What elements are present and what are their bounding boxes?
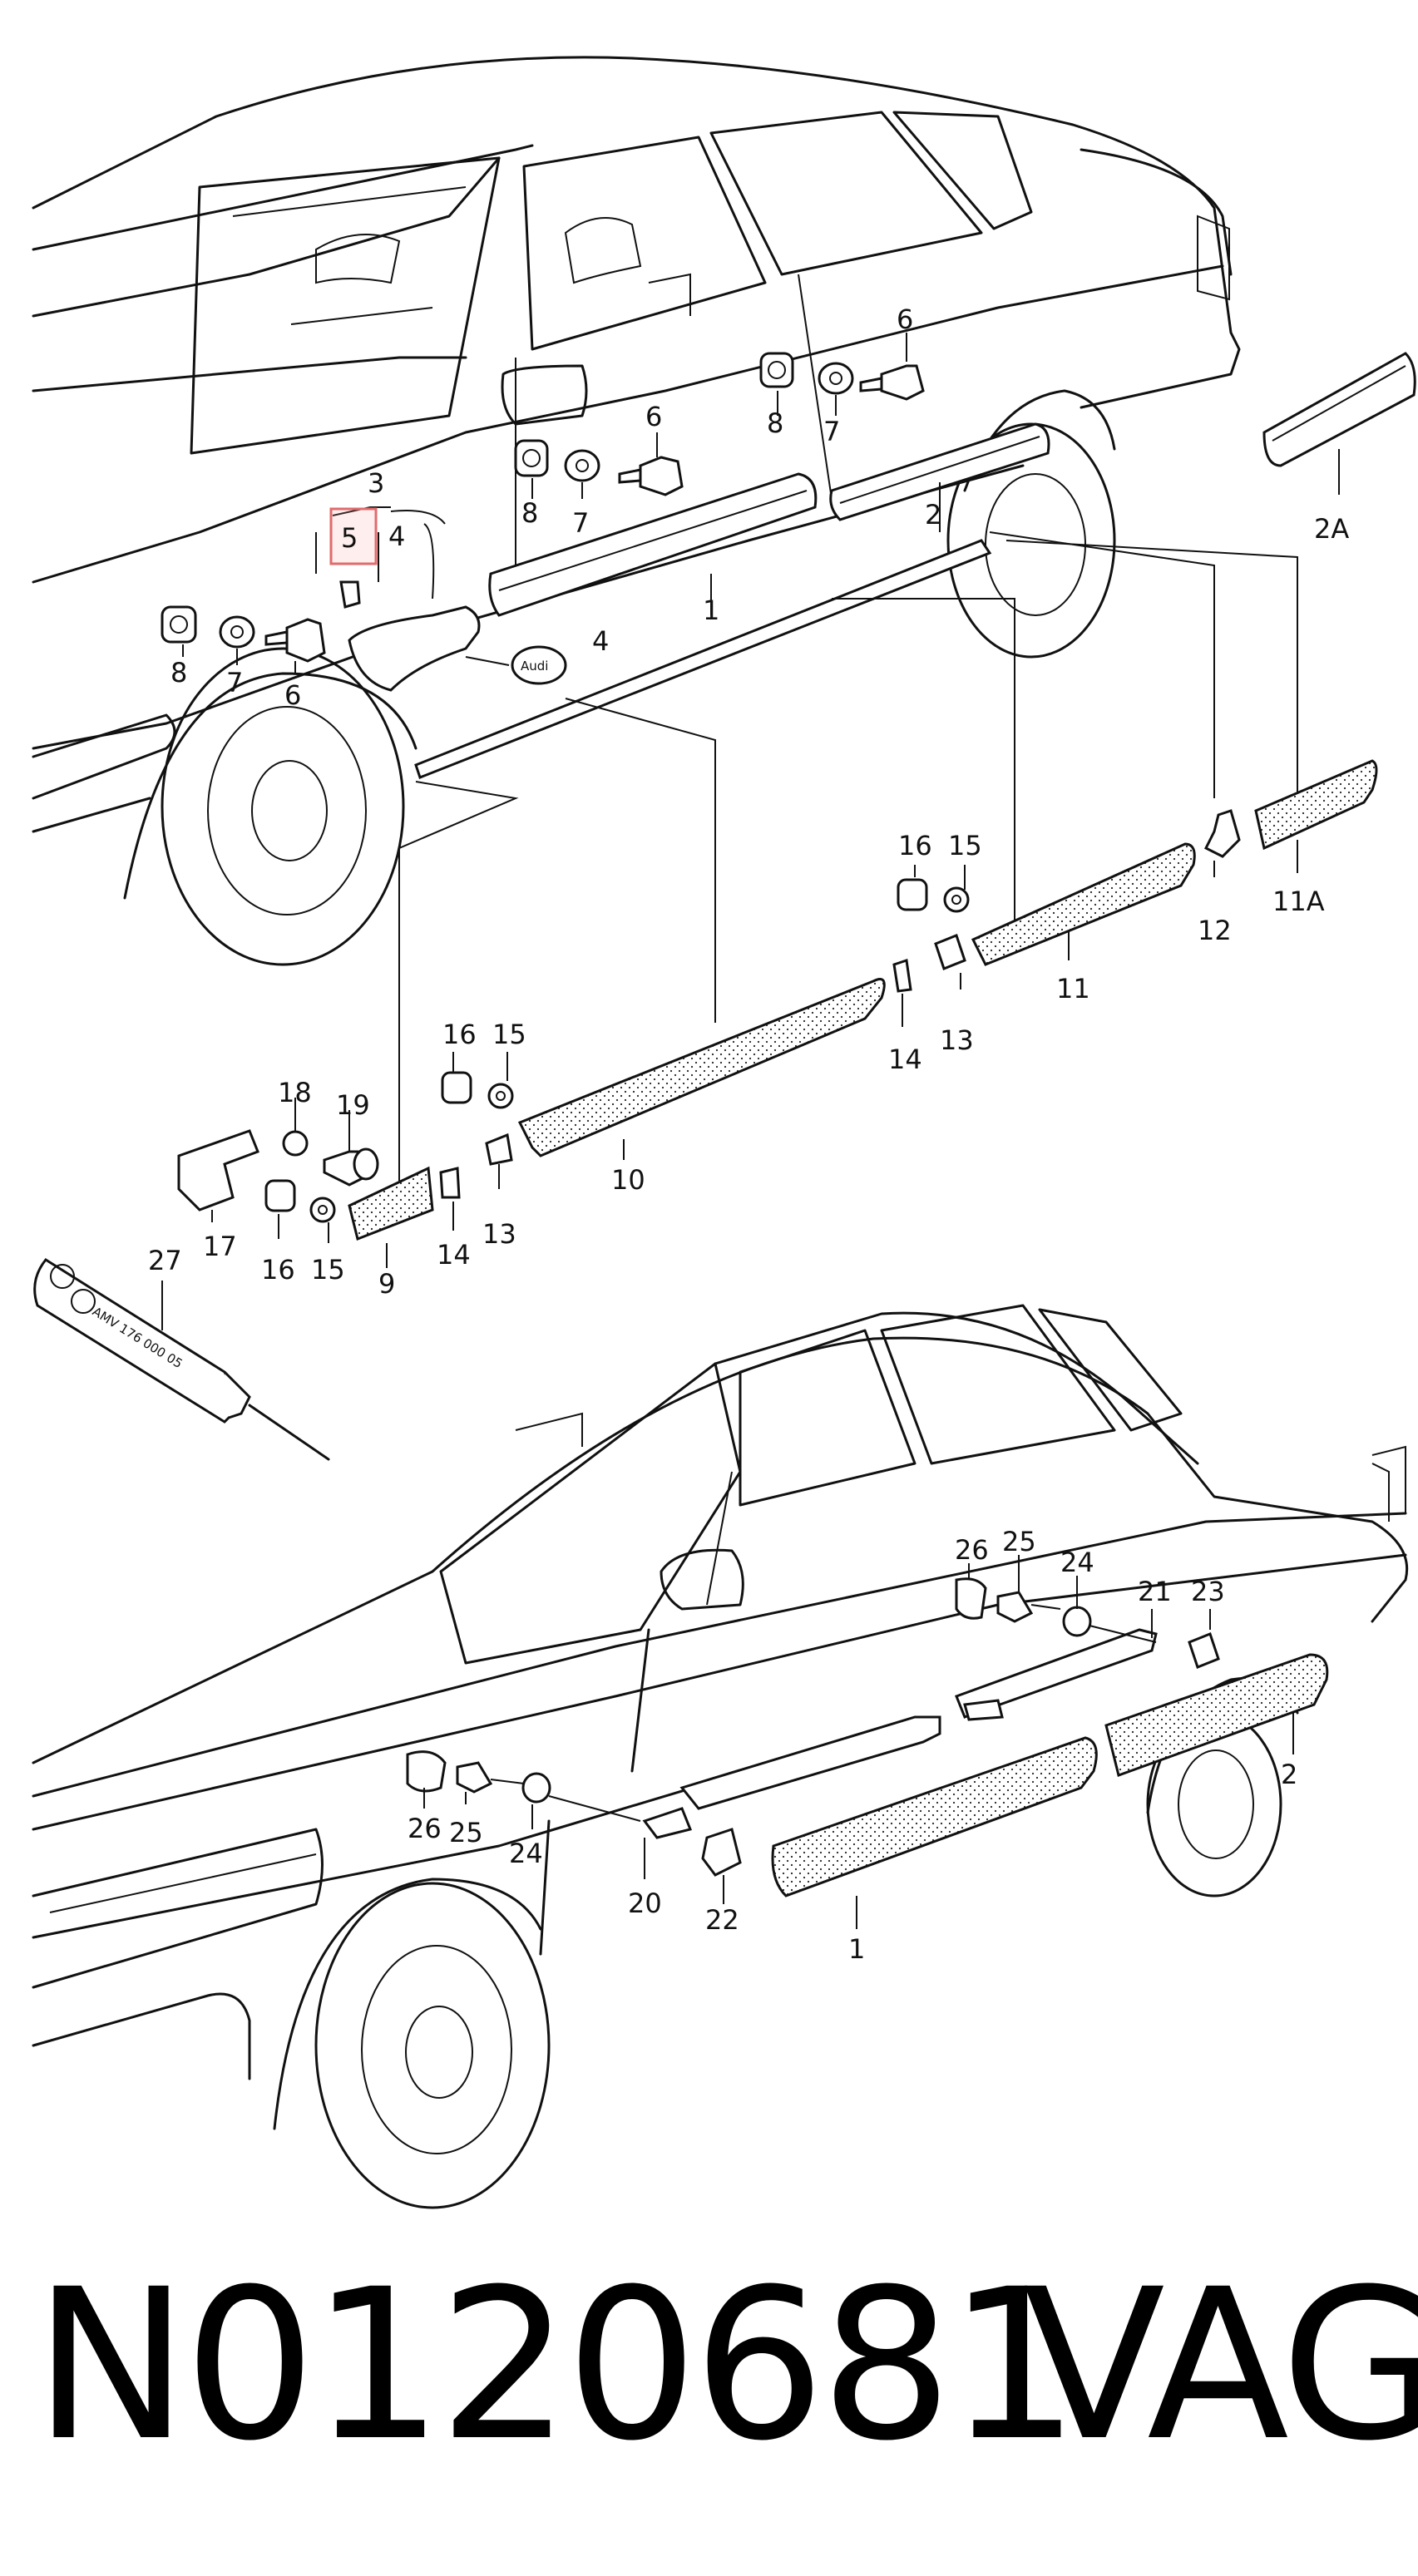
callout-label: 1 bbox=[703, 595, 719, 626]
callout-label: 15 bbox=[948, 830, 982, 861]
bottom-car-outline bbox=[32, 1304, 1409, 2209]
callout-label: 19 bbox=[336, 1089, 370, 1121]
callout-label: 13 bbox=[940, 1024, 974, 1056]
rocker-assembly bbox=[177, 759, 1378, 1268]
callout-label: 7 bbox=[823, 416, 840, 447]
callout-label: 25 bbox=[449, 1817, 483, 1848]
callout-label: 26 bbox=[955, 1534, 989, 1566]
callout-label: 14 bbox=[888, 1044, 922, 1075]
callout-label: 24 bbox=[1060, 1547, 1094, 1578]
part-number: N0120681 bbox=[33, 2244, 1080, 2486]
callout-label-highlighted: 5 bbox=[341, 522, 358, 554]
callout-label: 6 bbox=[897, 303, 913, 335]
callout-label: 16 bbox=[442, 1019, 477, 1050]
callout-label: 18 bbox=[278, 1077, 312, 1108]
callout-label: 6 bbox=[284, 679, 301, 711]
callout-label: 14 bbox=[437, 1239, 471, 1271]
callouts-top: 1 2 2A 3 4 4 5 6 6 6 7 7 7 8 8 8 9 10 11… bbox=[148, 303, 1349, 1300]
callout-label: 2 bbox=[925, 499, 941, 530]
callout-label: 16 bbox=[898, 830, 932, 861]
callout-label: 7 bbox=[226, 667, 243, 698]
callout-label: 1 bbox=[848, 1933, 865, 1965]
callout-label: 27 bbox=[148, 1245, 182, 1276]
tool-27: AMV 176 000 05 bbox=[33, 1258, 330, 1461]
callout-label: 8 bbox=[521, 497, 538, 529]
callout-label: 10 bbox=[611, 1164, 645, 1196]
callouts-bottom: 1 2 20 21 22 23 24 24 25 25 26 26 bbox=[408, 1526, 1297, 1965]
callout-label: 12 bbox=[1198, 915, 1232, 946]
callout-label: 4 bbox=[388, 521, 405, 552]
callout-label: 3 bbox=[368, 467, 384, 499]
callout-label: 15 bbox=[311, 1254, 345, 1286]
emblem-text: Audi bbox=[521, 659, 548, 674]
callout-label: 8 bbox=[767, 407, 783, 439]
callout-label: 24 bbox=[509, 1838, 543, 1869]
callout-label: 9 bbox=[378, 1268, 395, 1300]
parts-diagram: Audi bbox=[32, 56, 1416, 2209]
callout-label: 22 bbox=[705, 1904, 739, 1936]
callout-label: 25 bbox=[1002, 1526, 1036, 1557]
fasteners-top bbox=[161, 333, 925, 674]
callout-label: 4 bbox=[592, 625, 609, 657]
top-trim-parts: Audi bbox=[315, 352, 1416, 1181]
callout-label: 17 bbox=[203, 1231, 237, 1262]
callout-label: 11 bbox=[1056, 973, 1090, 1004]
callout-label: 20 bbox=[628, 1888, 662, 1919]
bottom-trim-parts bbox=[406, 1555, 1329, 1929]
callout-label: 16 bbox=[261, 1254, 295, 1286]
callout-highlight-box bbox=[329, 507, 378, 565]
callout-label: 6 bbox=[645, 401, 662, 432]
callout-label: 11A bbox=[1272, 886, 1325, 917]
callout-label: 21 bbox=[1138, 1576, 1172, 1607]
callout-label: 2 bbox=[1281, 1759, 1297, 1790]
top-car-outline bbox=[32, 56, 1241, 966]
callout-label: 13 bbox=[482, 1218, 516, 1250]
callout-label: 7 bbox=[572, 507, 589, 539]
callout-label: 23 bbox=[1191, 1576, 1225, 1607]
callout-label: 26 bbox=[408, 1813, 442, 1844]
callout-label: 15 bbox=[492, 1019, 526, 1050]
callout-label: 2A bbox=[1314, 513, 1349, 545]
callout-label: 8 bbox=[170, 657, 187, 688]
brand-label: VAG bbox=[1023, 2244, 1418, 2486]
